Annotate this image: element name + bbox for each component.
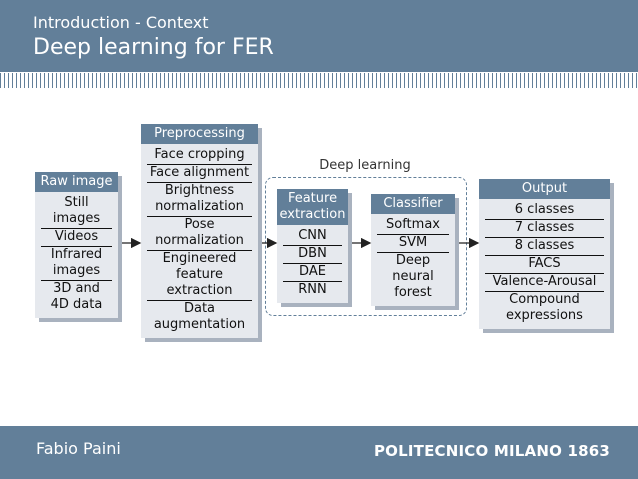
feature-extraction-item: DAE (283, 263, 342, 281)
slide-header: Introduction - Context Deep learning for… (0, 0, 638, 72)
raw-image-item: Infrared images (41, 246, 112, 280)
classifier-block: Classifier Softmax SVM Deep neural fores… (371, 194, 455, 306)
slide-footer: Fabio Paini POLITECNICO MILANO 1863 (0, 426, 638, 479)
classifier-item: SVM (377, 234, 449, 252)
output-item: Compound expressions (485, 291, 604, 325)
output-block: Output 6 classes 7 classes 8 classes FAC… (479, 179, 610, 329)
footer-institution: POLITECNICO MILANO 1863 (373, 442, 610, 460)
output-item: 8 classes (485, 237, 604, 255)
preprocessing-title: Preprocessing (141, 124, 258, 144)
preprocessing-item: Face alignment (147, 164, 252, 182)
classifier-item: Deep neural forest (377, 252, 449, 302)
preprocessing-item: Data augmentation (147, 300, 252, 334)
classifier-item: Softmax (386, 217, 440, 232)
feature-extraction-item: RNN (283, 281, 342, 299)
slide-subtitle: Introduction - Context (33, 13, 209, 32)
deep-learning-group (265, 177, 467, 316)
raw-image-item: 3D and 4D data (41, 280, 112, 314)
raw-image-item: Still images (52, 195, 101, 226)
feature-extraction-block: Feature extraction CNN DBN DAE RNN (277, 189, 348, 303)
preprocessing-item: Brightness normalization (147, 182, 252, 216)
classifier-title: Classifier (371, 194, 455, 214)
output-item: Valence-Arousal (485, 273, 604, 291)
preprocessing-item: Pose normalization (147, 216, 252, 250)
header-tick-strip (0, 73, 638, 88)
slide-title: Deep learning for FER (33, 35, 274, 60)
raw-image-block: Raw image Still images Videos Infrared i… (35, 172, 118, 318)
feature-extraction-item: DBN (283, 245, 342, 263)
output-item: 7 classes (485, 219, 604, 237)
output-title: Output (479, 179, 610, 199)
output-item: FACS (485, 255, 604, 273)
raw-image-title: Raw image (35, 172, 118, 192)
deep-learning-label: Deep learning (319, 158, 411, 173)
feature-extraction-item: CNN (298, 228, 327, 243)
footer-author: Fabio Paini (36, 439, 121, 458)
output-item: 6 classes (514, 202, 575, 217)
preprocessing-block: Preprocessing Face cropping Face alignme… (141, 124, 258, 338)
raw-image-item: Videos (41, 228, 112, 246)
preprocessing-item: Engineered feature extraction (147, 250, 252, 300)
feature-extraction-title: Feature extraction (277, 189, 348, 225)
preprocessing-item: Face cropping (154, 147, 245, 162)
